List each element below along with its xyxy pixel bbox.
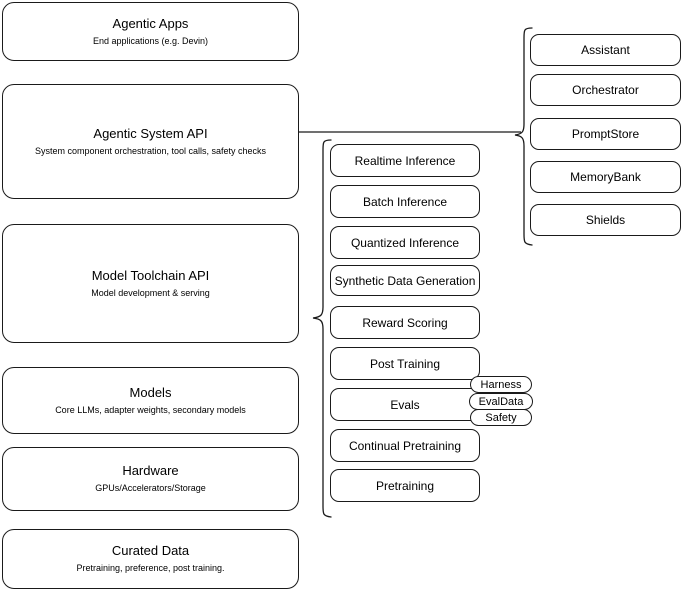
system-item-orchestrator[interactable]: Orchestrator: [530, 74, 681, 106]
stack-layer-curated-data[interactable]: Curated Data Pretraining, preference, po…: [2, 529, 299, 589]
toolchain-item-label: Evals: [390, 397, 420, 412]
eval-tag-label: EvalData: [478, 395, 524, 408]
system-item-label: MemoryBank: [570, 170, 641, 184]
toolchain-item-label: Synthetic Data Generation: [334, 273, 476, 288]
stack-layer-model-toolchain-api[interactable]: Model Toolchain API Model development & …: [2, 224, 299, 343]
eval-tag-label: Safety: [485, 411, 517, 424]
layer-title: Model Toolchain API: [91, 267, 210, 283]
toolchain-item-realtime-inference[interactable]: Realtime Inference: [330, 144, 480, 177]
eval-tag-safety[interactable]: Safety: [470, 409, 532, 426]
layer-subtitle: GPUs/Accelerators/Storage: [95, 483, 206, 493]
layer-title: Curated Data: [111, 543, 190, 558]
layer-subtitle: System component orchestration, tool cal…: [34, 145, 267, 156]
stack-layer-agentic-system-api[interactable]: Agentic System API System component orch…: [2, 84, 299, 199]
toolchain-item-reward-scoring[interactable]: Reward Scoring: [330, 306, 480, 339]
system-item-label: PromptStore: [571, 127, 640, 141]
eval-tag-label: Harness: [480, 378, 522, 391]
system-item-label: Orchestrator: [572, 83, 639, 97]
layer-title: Agentic System API: [93, 125, 208, 141]
eval-tag-harness[interactable]: Harness: [470, 376, 532, 393]
system-item-shields[interactable]: Shields: [530, 204, 681, 236]
layer-subtitle: End applications (e.g. Devin): [92, 35, 209, 46]
toolchain-item-quantized-inference[interactable]: Quantized Inference: [330, 226, 480, 259]
layer-subtitle: Pretraining, preference, post training.: [76, 563, 225, 573]
toolchain-item-post-training[interactable]: Post Training: [330, 347, 480, 380]
toolchain-item-label: Batch Inference: [362, 194, 448, 209]
system-item-assistant[interactable]: Assistant: [530, 34, 681, 66]
toolchain-item-label: Reward Scoring: [362, 315, 448, 330]
toolchain-item-pretraining[interactable]: Pretraining: [330, 469, 480, 502]
toolchain-item-label: Continual Pretraining: [348, 438, 462, 453]
toolchain-item-label: Post Training: [369, 356, 441, 371]
system-item-memorybank[interactable]: MemoryBank: [530, 161, 681, 193]
layer-title: Models: [129, 384, 172, 400]
toolchain-brace: [312, 138, 332, 520]
toolchain-item-label: Pretraining: [375, 478, 435, 493]
stack-layer-models[interactable]: Models Core LLMs, adapter weights, secon…: [2, 367, 299, 434]
layer-title: Hardware: [122, 463, 179, 478]
layer-subtitle: Model development & serving: [91, 287, 210, 298]
layer-subtitle: Core LLMs, adapter weights, secondary mo…: [55, 404, 246, 415]
toolchain-item-label: Quantized Inference: [350, 235, 460, 250]
layer-title: Agentic Apps: [112, 15, 189, 31]
toolchain-item-synthetic-data-generation[interactable]: Synthetic Data Generation: [330, 265, 480, 296]
toolchain-item-continual-pretraining[interactable]: Continual Pretraining: [330, 429, 480, 462]
eval-tag-evaldata[interactable]: EvalData: [469, 393, 533, 410]
system-item-label: Shields: [585, 213, 626, 227]
system-components-brace: [514, 26, 534, 248]
system-item-label: Assistant: [581, 43, 630, 57]
system-api-connector-line: [299, 120, 521, 134]
toolchain-item-batch-inference[interactable]: Batch Inference: [330, 185, 480, 218]
toolchain-item-label: Realtime Inference: [354, 153, 456, 168]
stack-layer-agentic-apps[interactable]: Agentic Apps End applications (e.g. Devi…: [2, 2, 299, 61]
toolchain-item-evals[interactable]: Evals: [330, 388, 480, 421]
system-item-promptstore[interactable]: PromptStore: [530, 118, 681, 150]
stack-layer-hardware[interactable]: Hardware GPUs/Accelerators/Storage: [2, 447, 299, 511]
